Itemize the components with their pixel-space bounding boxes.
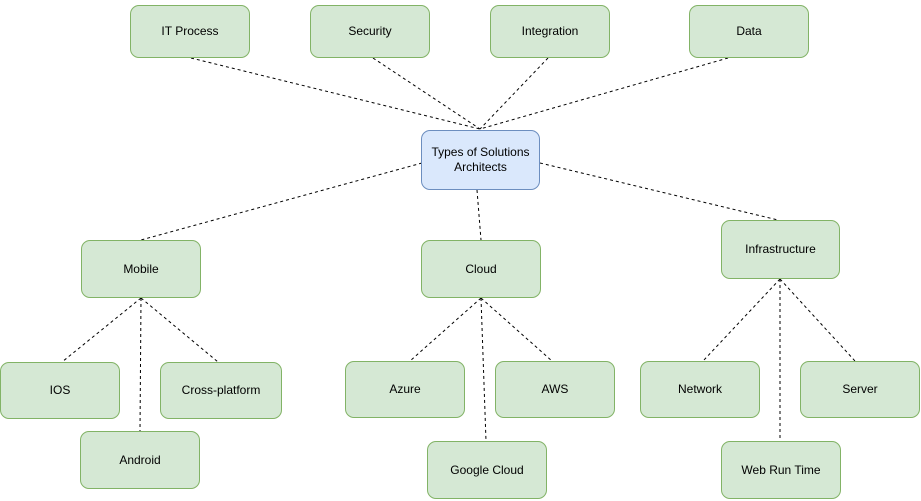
- node-integration-label: Integration: [521, 24, 579, 38]
- edge-cloud-google-cloud: [480, 297, 487, 442]
- node-security-label: Security: [348, 24, 392, 38]
- node-cloud-label: Cloud: [465, 261, 497, 276]
- node-infrastructure-label: Infrastructure: [745, 242, 816, 256]
- edge-it-process-center: [190, 57, 481, 130]
- node-web-run-time-label: Web Run Time: [741, 462, 821, 477]
- edge-integration-center: [479, 57, 549, 130]
- node-ios[interactable]: IOS: [0, 362, 120, 419]
- edge-cloud-azure: [409, 297, 482, 362]
- node-it-process-label: IT Process: [161, 24, 219, 38]
- node-server[interactable]: Server: [800, 361, 920, 418]
- node-server-label: Server: [842, 382, 878, 396]
- edge-infrastructure-server: [779, 278, 856, 362]
- node-infrastructure[interactable]: Infrastructure: [721, 220, 840, 279]
- node-aws-label: AWS: [541, 382, 569, 396]
- edge-mobile-cross-platform: [140, 297, 219, 363]
- edge-mobile-ios: [61, 297, 142, 363]
- node-ios-label: IOS: [49, 383, 71, 397]
- node-network-label: Network: [677, 382, 722, 396]
- node-types-of-solutions-architects-label: Types of Solutions Architects: [431, 145, 530, 174]
- node-azure[interactable]: Azure: [345, 361, 465, 418]
- edge-center-mobile: [140, 162, 423, 241]
- edge-data-center: [479, 57, 729, 130]
- node-cross-platform[interactable]: Cross-platform: [160, 362, 282, 419]
- node-azure-label: Azure: [389, 382, 421, 396]
- node-data[interactable]: Data: [689, 5, 809, 58]
- node-mobile[interactable]: Mobile: [81, 240, 201, 298]
- node-cloud[interactable]: Cloud: [421, 240, 541, 298]
- node-web-run-time[interactable]: Web Run Time: [721, 441, 841, 499]
- node-aws[interactable]: AWS: [495, 361, 615, 418]
- node-android[interactable]: Android: [80, 431, 200, 489]
- node-network[interactable]: Network: [640, 361, 760, 418]
- node-google-cloud[interactable]: Google Cloud: [427, 441, 547, 499]
- node-google-cloud-label: Google Cloud: [450, 462, 524, 477]
- edge-infrastructure-network: [702, 278, 781, 362]
- node-it-process[interactable]: IT Process: [130, 5, 250, 58]
- node-mobile-label: Mobile: [123, 261, 159, 276]
- node-data-label: Data: [736, 24, 762, 38]
- edge-security-center: [372, 57, 481, 130]
- edge-cloud-aws: [480, 297, 553, 362]
- node-types-of-solutions-architects[interactable]: Types of Solutions Architects: [421, 130, 540, 190]
- node-cross-platform-label: Cross-platform: [181, 383, 261, 397]
- node-integration[interactable]: Integration: [490, 5, 610, 58]
- edge-center-infrastructure: [539, 162, 779, 221]
- node-security[interactable]: Security: [310, 5, 430, 58]
- edge-mobile-android: [139, 297, 142, 432]
- edge-center-cloud: [476, 189, 482, 241]
- node-android-label: Android: [119, 452, 161, 467]
